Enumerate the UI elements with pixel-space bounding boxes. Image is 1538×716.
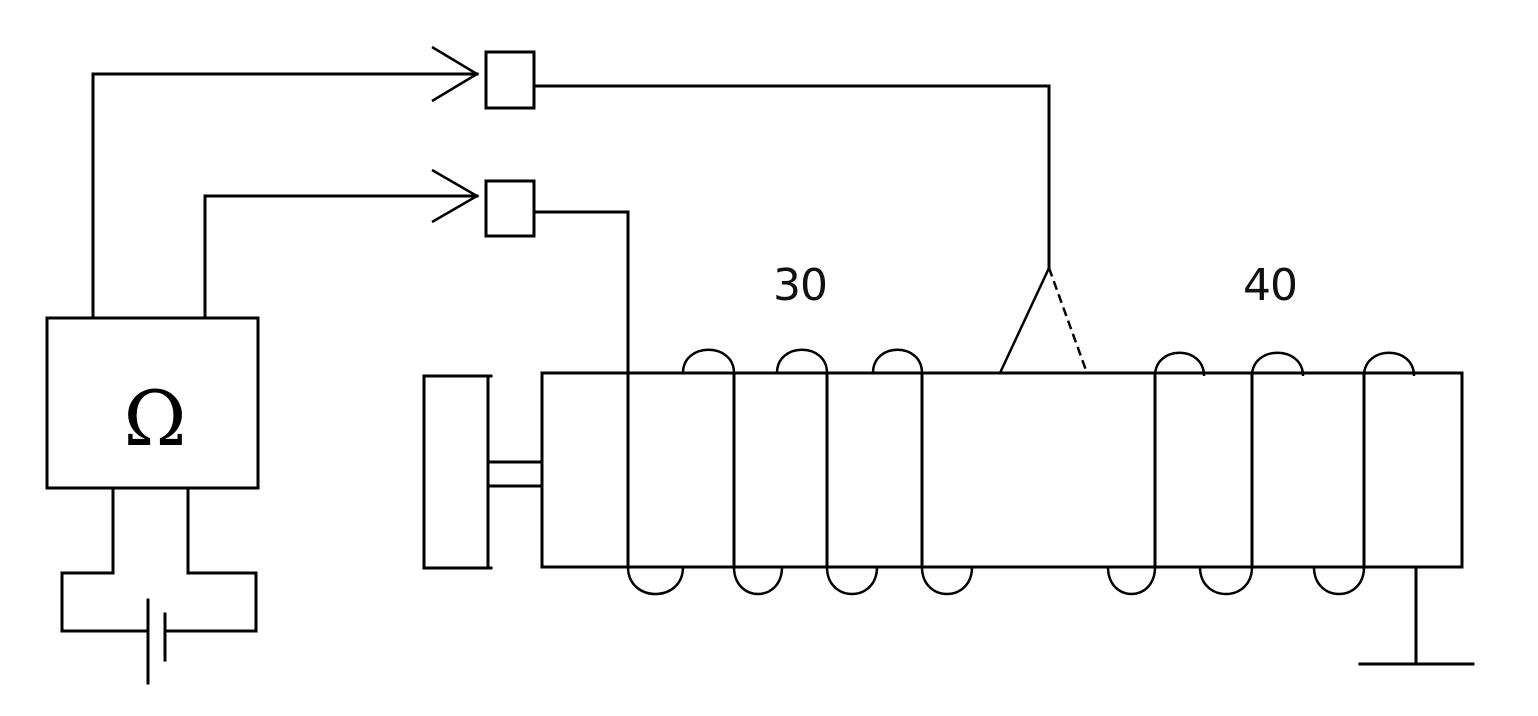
coil-loop bbox=[1312, 566, 1366, 596]
probe-lead-lower bbox=[203, 168, 630, 375]
coil-loop bbox=[1362, 351, 1416, 377]
arrow-head-icon bbox=[431, 45, 480, 103]
zone-label-30: 30 bbox=[773, 260, 827, 311]
bottom-coil-loops bbox=[626, 566, 1366, 596]
coil-loop bbox=[732, 566, 784, 596]
probe-block bbox=[484, 179, 536, 238]
coil-loop bbox=[1198, 566, 1254, 596]
coil-loop bbox=[775, 348, 829, 374]
end-clamp bbox=[422, 374, 544, 570]
coil-loop bbox=[1153, 351, 1206, 377]
coil-loop bbox=[626, 566, 685, 596]
zone-label-40: 40 bbox=[1243, 260, 1297, 311]
ground-connection bbox=[1358, 565, 1475, 666]
probe-wire bbox=[532, 210, 630, 375]
clamp-shaft bbox=[486, 460, 544, 488]
ohmmeter-box bbox=[45, 316, 260, 490]
ohmmeter: Ω bbox=[45, 316, 260, 490]
arrow-head-icon bbox=[431, 168, 480, 224]
probe-block bbox=[484, 50, 536, 110]
coil-loop bbox=[920, 566, 974, 596]
contact-fork bbox=[1047, 267, 1089, 374]
coil-loop bbox=[1106, 566, 1157, 596]
coil-loop bbox=[1250, 351, 1305, 377]
lead-wire bbox=[91, 72, 479, 320]
probe-lead-upper bbox=[91, 45, 1089, 374]
specimen bbox=[540, 371, 1464, 569]
top-coil-loops bbox=[681, 348, 1416, 377]
lead-wire bbox=[203, 194, 479, 320]
ohmmeter-symbol: Ω bbox=[123, 374, 186, 463]
contact-fork bbox=[998, 267, 1051, 374]
battery-wire bbox=[60, 486, 150, 633]
probe-wire bbox=[532, 84, 1051, 270]
battery-circuit bbox=[60, 486, 258, 685]
battery-wire bbox=[163, 486, 258, 633]
coil-loop bbox=[681, 348, 736, 374]
coil-loop bbox=[871, 348, 924, 374]
specimen-body bbox=[540, 371, 1464, 569]
coil-loop bbox=[825, 566, 879, 596]
clamp-plate bbox=[422, 374, 493, 570]
